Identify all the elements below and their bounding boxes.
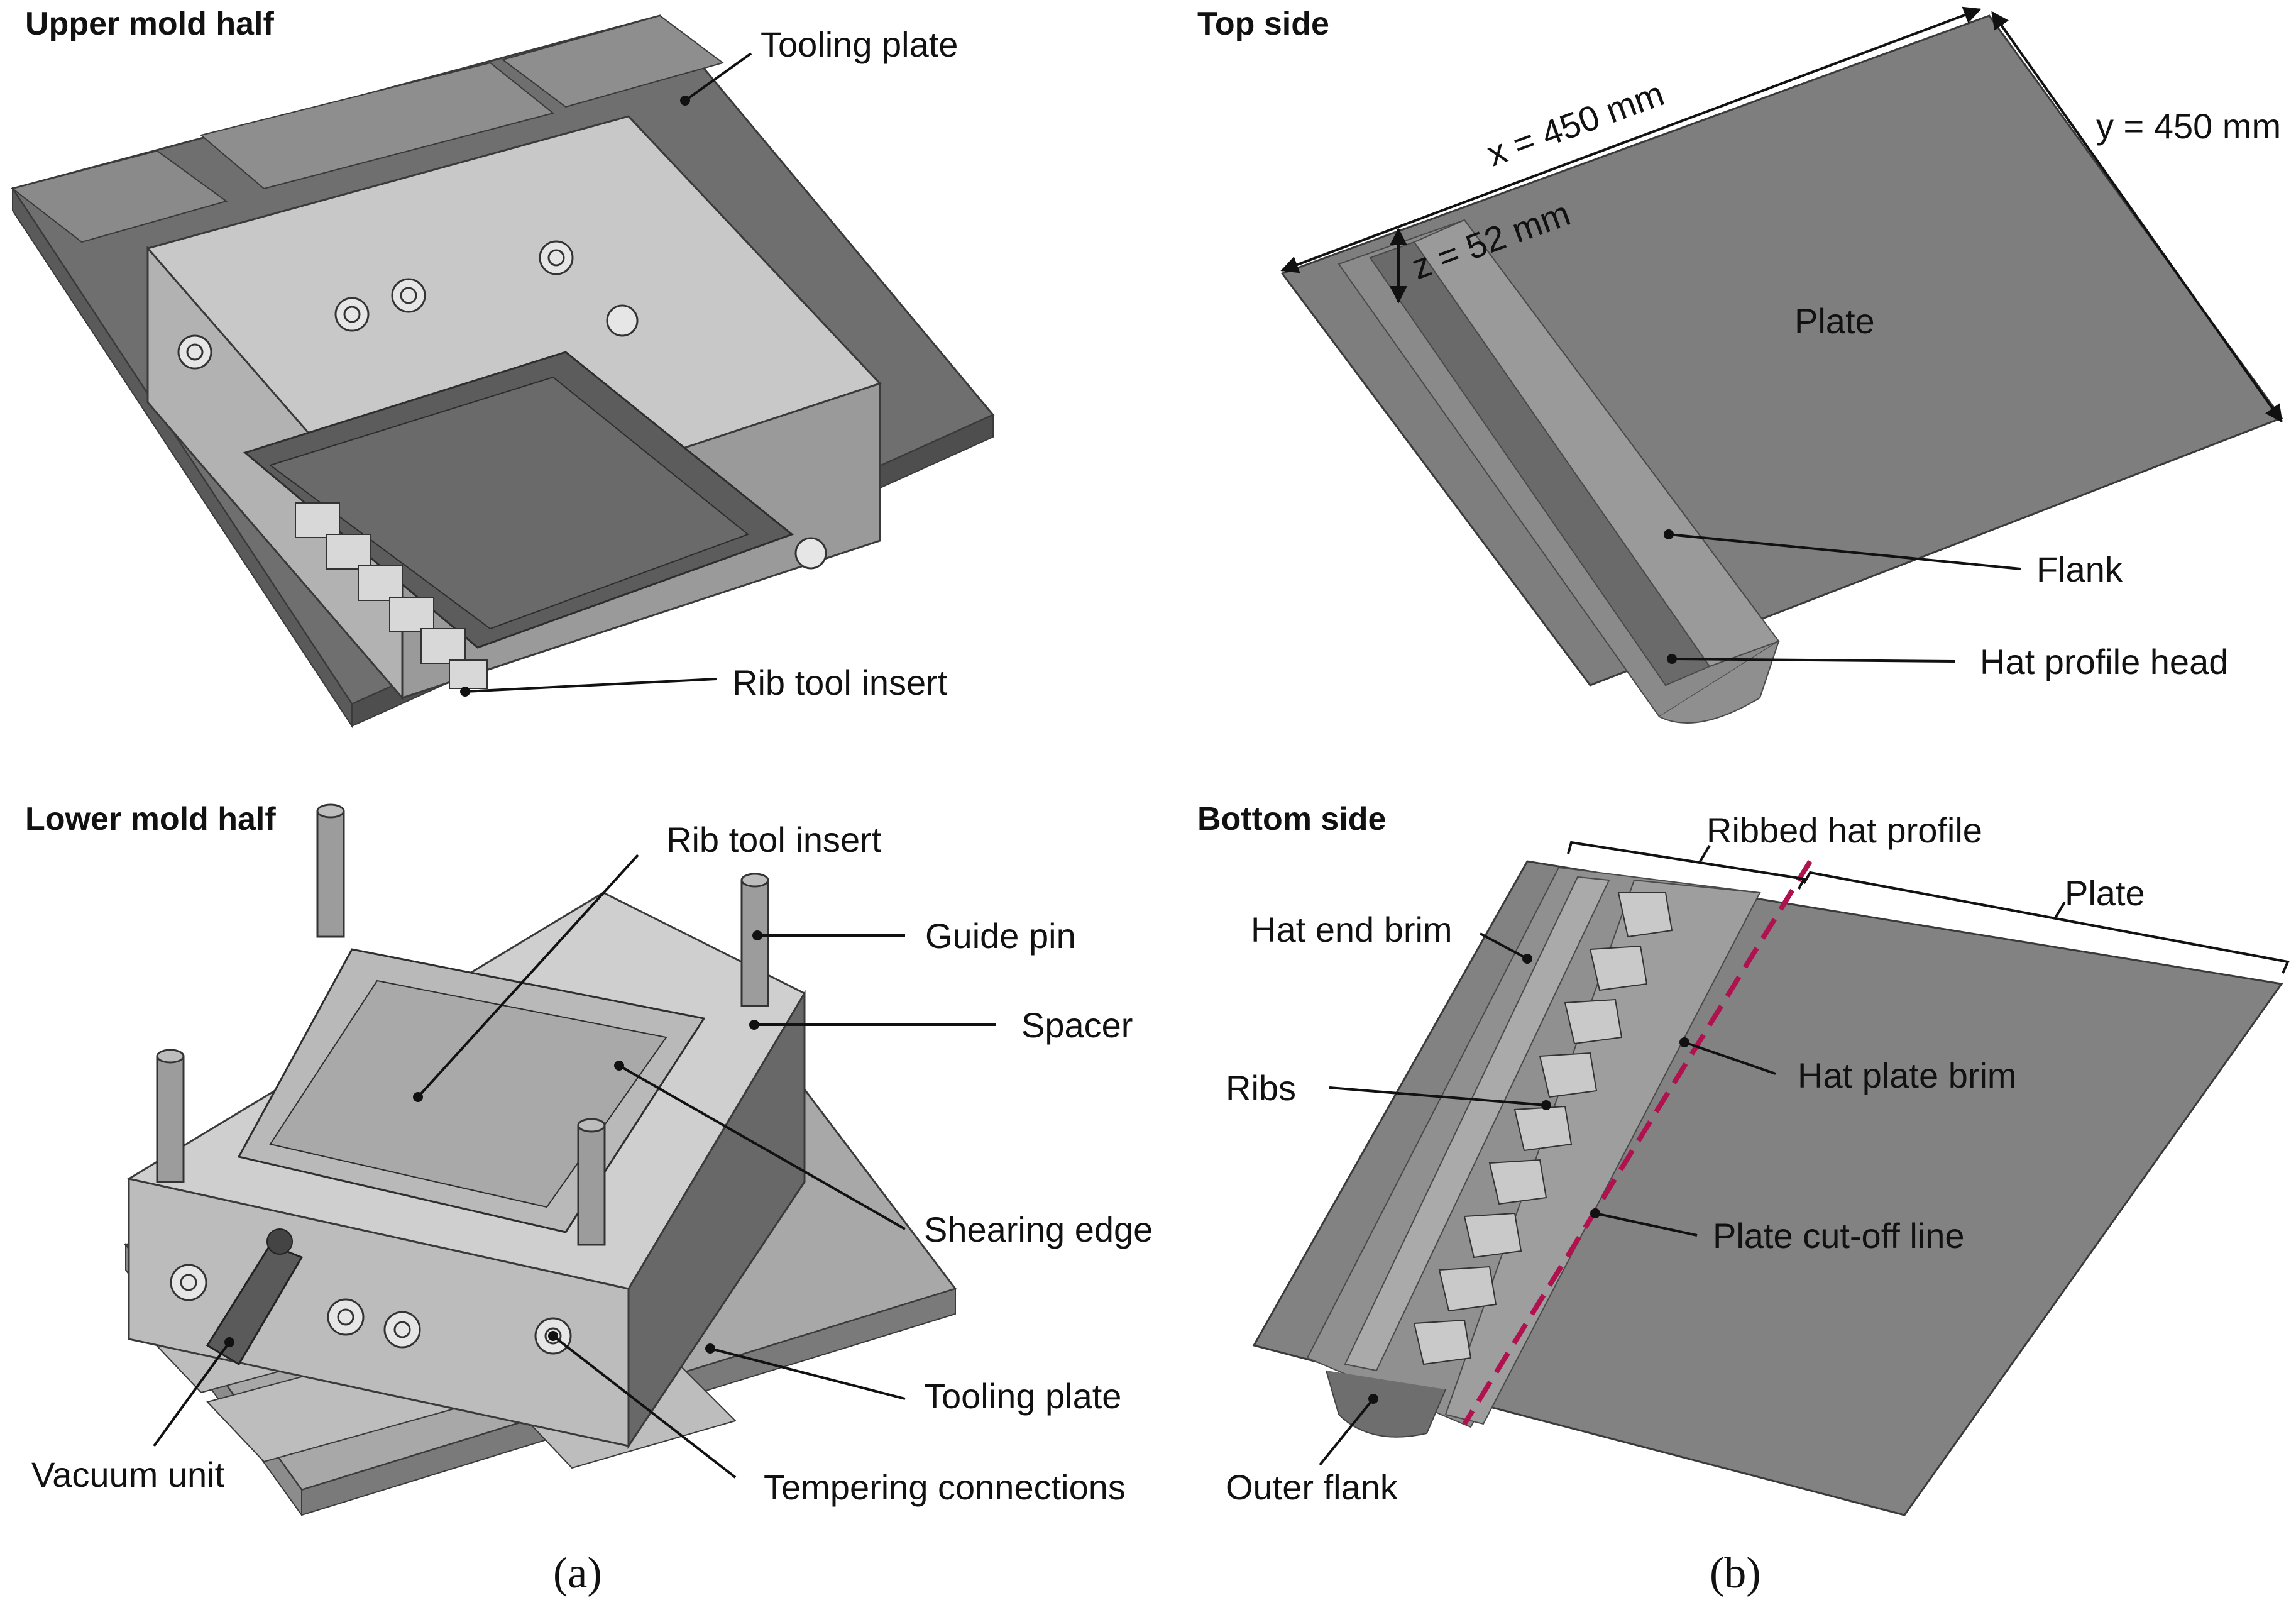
callout-hat-profile-head: Hat profile head — [1667, 642, 2228, 681]
spacer-label: Spacer — [1021, 1005, 1133, 1045]
dim-x-arrow — [1280, 6, 1982, 273]
callout-lower-tooling-plate: Tooling plate — [705, 1343, 1121, 1416]
guide-pin-label: Guide pin — [925, 916, 1076, 956]
callout-plate-cut-off-line: Plate cut-off line — [1590, 1208, 1965, 1255]
dim-y-arrow — [1991, 11, 2283, 423]
callout-outer-flank: Outer flank — [1226, 1394, 1398, 1507]
callout-hat-end-brim: Hat end brim — [1251, 910, 1532, 964]
lower-tooling-plate-label: Tooling plate — [924, 1376, 1121, 1416]
callout-upper-tooling-plate: Tooling plate — [680, 25, 958, 106]
callout-spacer: Spacer — [749, 1005, 1133, 1045]
top-plate-label: Plate — [1794, 301, 1875, 341]
callout-upper-rib-tool-insert: Rib tool insert — [460, 663, 948, 702]
tempering-connections-label: Tempering connections — [764, 1467, 1126, 1507]
caption-a: (a) — [553, 1549, 602, 1597]
bottom-side-title: Bottom side — [1197, 801, 1386, 837]
dim-y-label: y = 450 mm — [2096, 106, 2281, 146]
callout-guide-pin: Guide pin — [752, 916, 1076, 956]
callout-lower-rib-tool-insert: Rib tool insert — [413, 820, 882, 1102]
top-side-title: Top side — [1197, 6, 1329, 42]
bottom-plate-bracket — [1803, 871, 2290, 974]
ribs-label: Ribs — [1226, 1068, 1296, 1108]
caption-b: (b) — [1710, 1549, 1761, 1597]
hat-profile-head-label: Hat profile head — [1980, 642, 2228, 681]
plate-cut-off-line-label: Plate cut-off line — [1713, 1216, 1965, 1255]
hat-plate-brim-label: Hat plate brim — [1798, 1056, 2017, 1095]
upper-rib-tool-insert-label: Rib tool insert — [732, 663, 948, 702]
vacuum-unit-label: Vacuum unit — [31, 1455, 225, 1494]
upper-tooling-plate-label: Tooling plate — [761, 25, 958, 64]
callout-tempering-connections: Tempering connections — [548, 1331, 1126, 1507]
flank-label: Flank — [2036, 549, 2123, 589]
plate-cut-off-line — [1462, 859, 1813, 1426]
callout-flank: Flank — [1664, 529, 2123, 589]
lower-mold-title: Lower mold half — [25, 801, 276, 837]
upper-mold-title: Upper mold half — [25, 6, 274, 42]
shearing-edge-label: Shearing edge — [924, 1210, 1153, 1249]
outer-flank-label: Outer flank — [1226, 1467, 1398, 1507]
callout-hat-plate-brim: Hat plate brim — [1679, 1037, 2017, 1095]
lower-rib-tool-insert-label: Rib tool insert — [666, 820, 882, 859]
callout-ribs: Ribs — [1226, 1068, 1551, 1110]
hat-end-brim-label: Hat end brim — [1251, 910, 1453, 949]
lower-mold-illustration — [124, 803, 957, 1518]
callout-vacuum-unit: Vacuum unit — [31, 1337, 234, 1494]
ribbed-hat-profile-label: Ribbed hat profile — [1706, 810, 1982, 850]
ribbed-hat-profile-bracket — [1567, 841, 1806, 890]
bottom-plate-label: Plate — [2065, 873, 2145, 913]
callout-shearing-edge: Shearing edge — [614, 1061, 1153, 1249]
upper-mold-illustration — [11, 14, 995, 729]
bottom-side-part — [1252, 860, 2283, 1516]
